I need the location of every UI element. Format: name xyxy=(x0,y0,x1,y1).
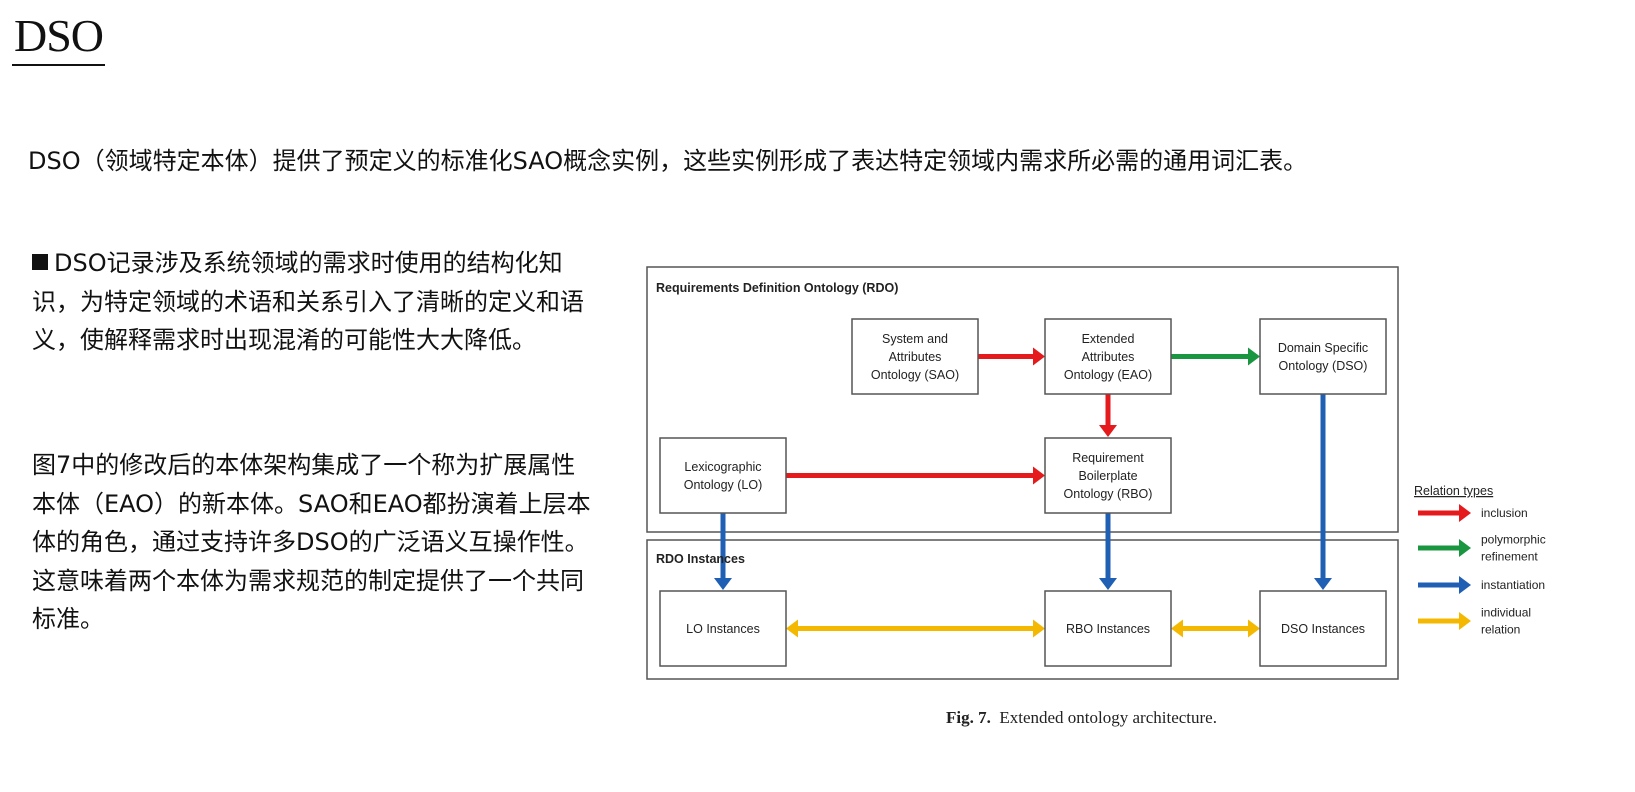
node-eao-box xyxy=(1044,318,1172,395)
edge-eao-to-dso xyxy=(1171,347,1260,366)
node-eao-label: Attributes xyxy=(1082,350,1135,364)
node-dso-inst: DSO Instances xyxy=(1259,590,1387,667)
edge-lo-to-lo-inst xyxy=(714,513,732,590)
edge-sao-to-eao xyxy=(978,347,1045,366)
node-rbo-inst-box xyxy=(1044,590,1172,667)
node-lo-inst-box xyxy=(659,590,787,667)
node-sao-label: System and xyxy=(882,332,948,346)
node-dso-label: Ontology (DSO) xyxy=(1279,359,1368,373)
node-rbo-label: Requirement xyxy=(1072,451,1144,465)
legend-arrow-individual xyxy=(1418,612,1471,630)
node-rbo-box xyxy=(1044,437,1172,514)
node-sao-box xyxy=(851,318,979,395)
node-lo-inst: LO Instances xyxy=(659,590,787,667)
bullet-paragraph-text: DSO记录涉及系统领域的需求时使用的结构化知识，为特定领域的术语和关系引入了清晰… xyxy=(32,249,584,354)
edge-rbo-to-rbo-inst xyxy=(1099,513,1117,590)
node-lo-label: Ontology (LO) xyxy=(684,478,763,492)
edge-dso-to-dso-inst xyxy=(1314,394,1332,590)
node-dso-inst-label: DSO Instances xyxy=(1281,622,1365,636)
node-lo-box xyxy=(659,437,787,514)
node-lo-label: Lexicographic xyxy=(684,460,761,474)
legend: Relation types inclusion polymorphic refine… xyxy=(1414,484,1546,637)
legend-title: Relation types xyxy=(1414,484,1493,498)
node-rbo-inst: RBO Instances xyxy=(1044,590,1172,667)
edge-lo-to-rbo xyxy=(786,466,1045,485)
rdo-title: Requirements Definition Ontology (RDO) xyxy=(656,281,898,295)
caption-label: Fig. 7. xyxy=(946,708,991,727)
node-dso-label: Domain Specific xyxy=(1278,341,1368,355)
node-dso-inst-box xyxy=(1259,590,1387,667)
legend-label-individual: individual xyxy=(1481,606,1531,620)
legend-arrow-polymorphic xyxy=(1418,539,1471,557)
legend-arrow-instantiation xyxy=(1418,576,1471,594)
intro-paragraph: DSO（领域特定本体）提供了预定义的标准化SAO概念实例，这些实例形成了表达特定… xyxy=(28,147,1308,175)
rdo-instances-title: RDO Instances xyxy=(656,552,745,566)
node-rbo-label: Boilerplate xyxy=(1078,469,1137,483)
node-sao-label: Attributes xyxy=(889,350,942,364)
caption-text: Extended ontology architecture. xyxy=(999,708,1217,727)
node-eao-label: Extended xyxy=(1082,332,1135,346)
bullet-paragraph: DSO记录涉及系统领域的需求时使用的结构化知识，为特定领域的术语和关系引入了清晰… xyxy=(32,244,592,360)
legend-label-instantiation: instantiation xyxy=(1481,578,1545,592)
legend-arrow-inclusion xyxy=(1418,504,1471,522)
edge-eao-to-rbo xyxy=(1099,394,1117,437)
legend-label-inclusion: inclusion xyxy=(1481,506,1528,520)
legend-label-polymorphic: refinement xyxy=(1481,550,1538,564)
node-eao-label: Ontology (EAO) xyxy=(1064,368,1152,382)
node-rbo-inst-label: RBO Instances xyxy=(1066,622,1150,636)
figure-caption: Fig. 7. Extended ontology architecture. xyxy=(946,708,1217,728)
node-dso-box xyxy=(1259,318,1387,395)
slide-title: DSO xyxy=(12,8,106,66)
node-rbo-label: Ontology (RBO) xyxy=(1064,487,1153,501)
edge-rbo-inst-to-dso-inst xyxy=(1171,619,1260,638)
legend-label-polymorphic: polymorphic xyxy=(1481,533,1546,547)
legend-label-individual: relation xyxy=(1481,623,1520,637)
node-sao-label: Ontology (SAO) xyxy=(871,368,959,382)
edge-lo-inst-to-rbo-inst xyxy=(786,619,1045,638)
edges-layer xyxy=(714,347,1332,638)
node-lo-inst-label: LO Instances xyxy=(686,622,760,636)
body-paragraph: 图7中的修改后的本体架构集成了一个称为扩展属性本体（EAO）的新本体。SAO和E… xyxy=(32,451,591,633)
bullet-square-icon xyxy=(32,254,48,270)
